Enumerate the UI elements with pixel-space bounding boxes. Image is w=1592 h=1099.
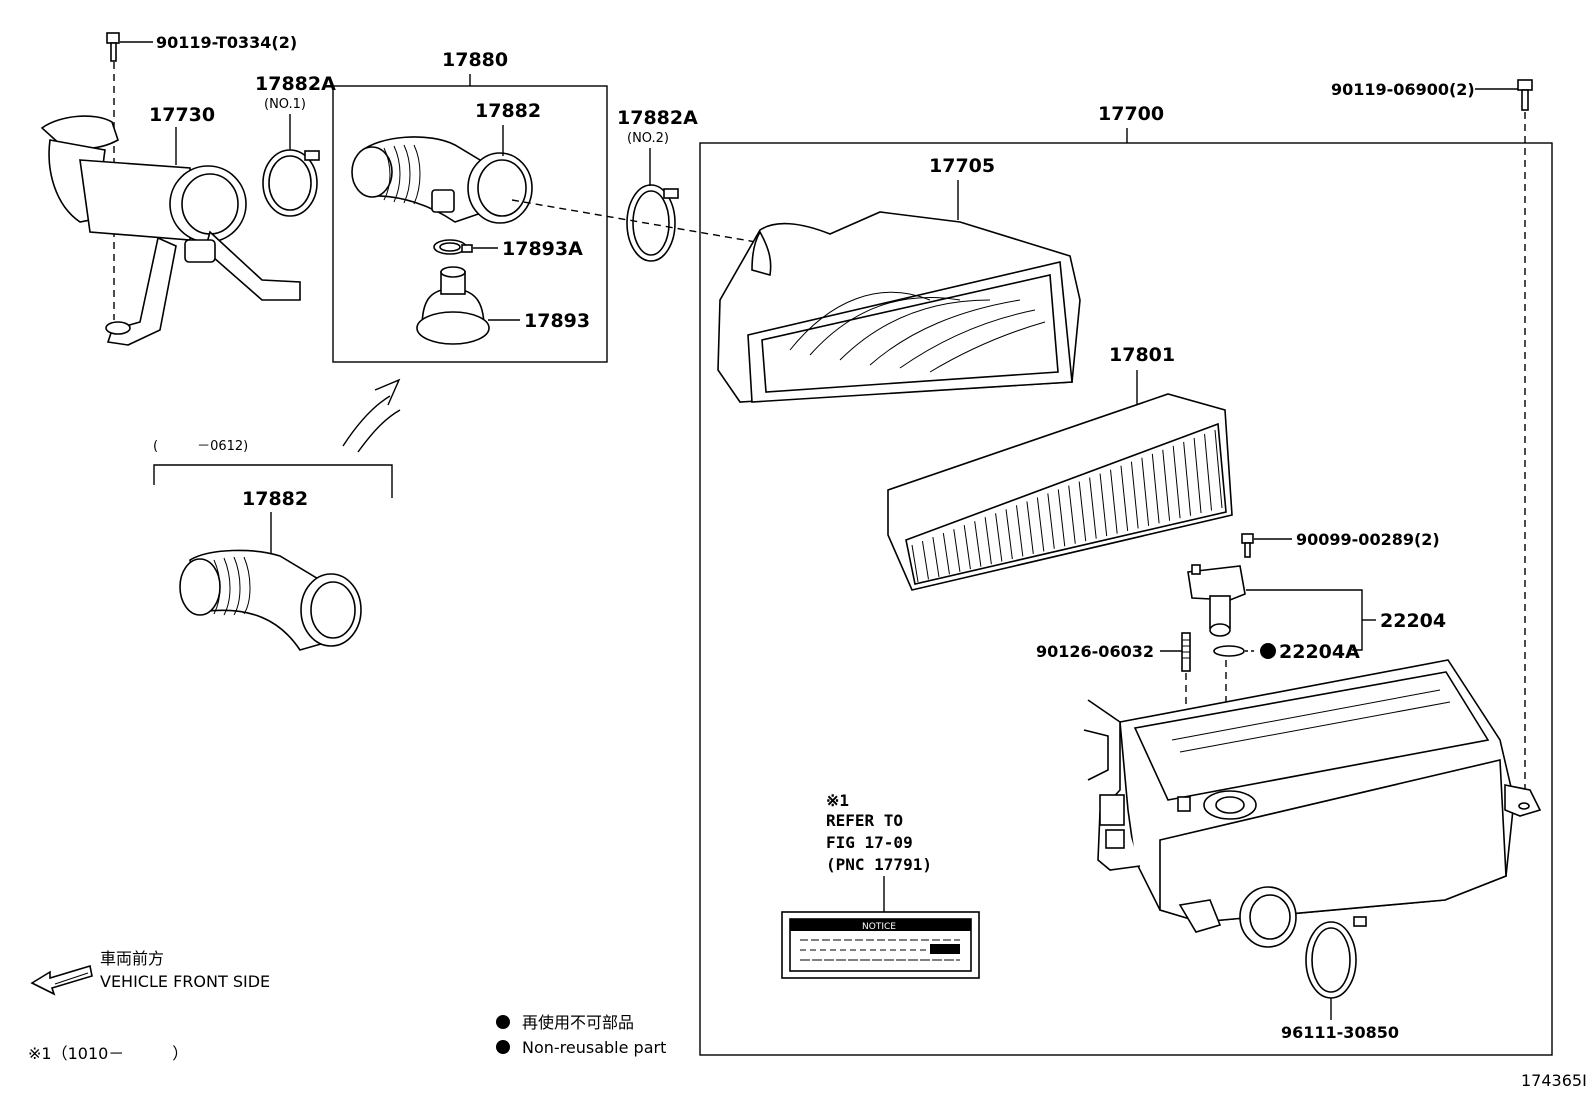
- filter-pleat: [1141, 457, 1150, 526]
- air-duct-17730-icon: [40, 115, 301, 346]
- label-clip-17893A: 17893A: [502, 238, 583, 260]
- airflow-sensor-22204-icon: [1187, 564, 1246, 637]
- label-duct-17730: 17730: [149, 104, 215, 126]
- filter-element-17801-icon: [887, 393, 1233, 591]
- date-range-bracket: [153, 464, 393, 498]
- filter-pleat: [1099, 473, 1108, 537]
- label-old-hose-17882: 17882: [242, 488, 308, 510]
- filter-pleat: [1015, 505, 1024, 557]
- filter-pleat: [1193, 437, 1202, 514]
- old-hose-17882-icon: [179, 549, 362, 651]
- stud-bolt-icon: [1181, 632, 1191, 672]
- filter-pleat: [1151, 453, 1160, 524]
- notice-label-title: NOTICE: [862, 922, 896, 932]
- filter-pleat: [942, 533, 950, 575]
- label-stud-90126: 90126-06032: [1036, 642, 1154, 661]
- filter-pleat: [1005, 509, 1013, 560]
- filter-pleat: [1036, 497, 1045, 552]
- bolt-top-left-icon: [106, 32, 120, 62]
- bolt-top-right-icon: [1517, 79, 1533, 111]
- label-hose-17882: 17882: [475, 100, 541, 122]
- label-sensor-22204: 22204: [1380, 610, 1446, 632]
- filter-pleat: [921, 540, 929, 580]
- clamp-no1-icon: [262, 149, 320, 217]
- filter-pleat: [1120, 465, 1129, 532]
- legend-dot-en-icon: [496, 1040, 510, 1054]
- legend-nonreuse-jp: 再使用不可部品: [522, 1013, 634, 1032]
- filter-pleat: [1047, 493, 1055, 549]
- legend-front-jp: 車両前方: [100, 949, 164, 968]
- label-assy-17880: 17880: [442, 49, 508, 71]
- filter-pleat: [1183, 441, 1192, 516]
- filter-pleat: [995, 513, 1003, 562]
- label-element-17801: 17801: [1109, 344, 1175, 366]
- filter-pleat: [1057, 489, 1066, 547]
- resonator-17893-icon: [416, 266, 490, 345]
- filter-pleat: [1078, 481, 1087, 542]
- cleaner-cap-17705-icon: [717, 211, 1081, 403]
- label-resonator-17893: 17893: [524, 310, 590, 332]
- notice-line2: FIG 17-09: [826, 833, 913, 852]
- filter-pleat: [1172, 445, 1181, 519]
- legend-nonreuse-en: Non-reusable part: [522, 1038, 666, 1057]
- notice-line1: REFER TO: [826, 811, 903, 830]
- filter-pleat: [1214, 429, 1223, 509]
- label-clamp2-17882A: 17882A: [617, 107, 698, 129]
- filter-pleat: [1089, 477, 1097, 539]
- filter-pleat: [984, 517, 992, 565]
- diagram-id: 174365I: [1521, 1071, 1587, 1090]
- filter-pleat: [1162, 449, 1171, 521]
- filter-pleat: [953, 529, 961, 572]
- intake-hose-17882-icon: [351, 136, 533, 224]
- dash-hose-to-cap: [511, 199, 757, 243]
- label-date-range: ( －0612): [153, 439, 248, 454]
- label-bolt-top-right: 90119-06900(2): [1331, 80, 1475, 99]
- clip-17893A-icon: [433, 239, 473, 255]
- filter-pleat: [932, 536, 940, 577]
- air-cleaner-case-icon: [1083, 659, 1542, 948]
- filter-pleat: [963, 525, 971, 570]
- filter-pleat: [1130, 461, 1139, 529]
- filter-pleat: [974, 521, 982, 567]
- upgrade-arrow-icon: [342, 378, 401, 453]
- clamp-96111-icon: [1305, 916, 1367, 999]
- filter-pleats: [911, 429, 1223, 583]
- label-bolt-top-left: 90119-T0334(2): [156, 33, 297, 52]
- filter-pleat: [1110, 469, 1118, 534]
- notice-label-icon: [781, 911, 980, 979]
- filter-pleat: [1026, 501, 1034, 554]
- legend-front-en: VEHICLE FRONT SIDE: [100, 972, 270, 991]
- label-screw-90099: 90099-00289(2): [1296, 530, 1440, 549]
- label-clamp-no2: (NO.2): [627, 131, 669, 146]
- filter-pleat: [911, 544, 919, 583]
- assembly-box-17700: [699, 142, 1553, 1056]
- notice-line3: (PNC 17791): [826, 855, 932, 874]
- front-arrow-hatch: [54, 972, 89, 985]
- legend-footnote: ※1（1010－ ）: [28, 1044, 188, 1063]
- o-ring-icon: [1213, 645, 1245, 657]
- label-clamp-17882A: 17882A: [255, 73, 336, 95]
- label-oring-22204A: 22204A: [1279, 641, 1360, 663]
- label-cap-17705: 17705: [929, 155, 995, 177]
- filter-pleat: [1204, 433, 1213, 511]
- filter-pleat: [1068, 485, 1076, 544]
- legend-dot-jp-icon: [496, 1015, 510, 1029]
- label-clamp-96111: 96111-30850: [1281, 1023, 1399, 1042]
- clamp-no2-icon: [626, 184, 679, 262]
- label-clamp-no1: (NO.1): [264, 97, 306, 112]
- non-reusable-dot-icon: [1260, 643, 1276, 659]
- vehicle-front-arrow-icon: [30, 964, 93, 996]
- label-cleaner-17700: 17700: [1098, 103, 1164, 125]
- screw-icon: [1241, 533, 1254, 558]
- notice-mark: ※1: [826, 791, 849, 810]
